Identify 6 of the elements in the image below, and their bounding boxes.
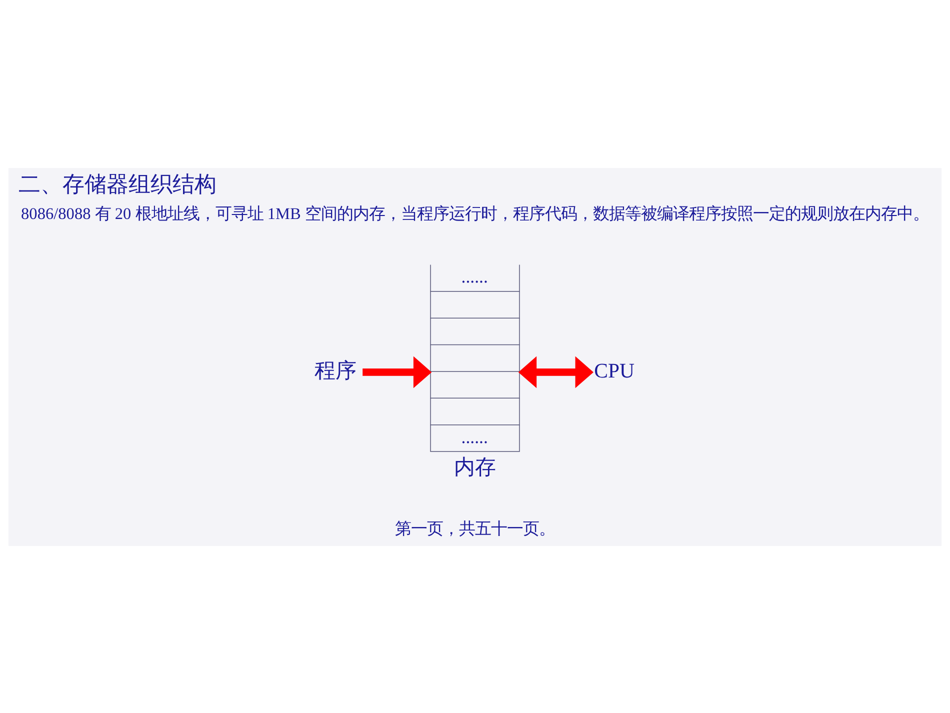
label: 第一页，共五十一页。 xyxy=(395,518,555,538)
node-text: 程序 xyxy=(314,360,357,382)
node-text: ...... ...... 内存 xyxy=(454,266,496,479)
node-text: CPU xyxy=(594,360,635,382)
diagram-title: 二、存储器组织结构 xyxy=(18,171,217,196)
label: 8086/8088 有 20 根地址线，可寻址 1MB 空间的内存，当程序运行时，程序代码，数据等被编译程序按照一定的规则放在内存中。 xyxy=(21,203,929,222)
